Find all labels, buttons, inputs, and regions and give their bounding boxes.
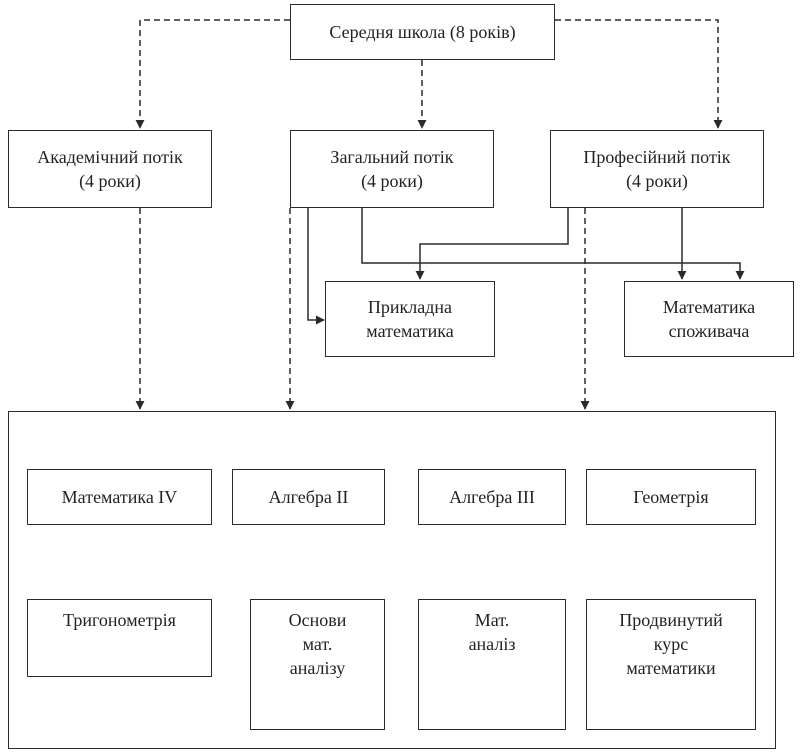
course-calculus-line2: аналіз: [468, 634, 516, 654]
professional-stream-line1: Професійний потік: [583, 147, 731, 167]
course-algebra-ii-label: Алгебра II: [268, 487, 349, 507]
edge-general-to-consumer: [361, 208, 745, 280]
consumer-math-line2: споживача: [668, 321, 750, 341]
node-professional-stream: Професійний потік (4 роки): [550, 130, 764, 208]
edge-general-to-applied: [307, 208, 325, 325]
node-general-stream: Загальний потік (4 роки): [290, 130, 494, 208]
course-algebra-ii: Алгебра II: [232, 469, 385, 525]
course-advanced-math: Продвинутий курс математики: [586, 599, 756, 730]
course-calculus-line1: Мат.: [474, 610, 510, 630]
course-trigonometry-label: Тригонометрія: [63, 610, 176, 630]
professional-stream-line2: (4 роки): [626, 171, 688, 191]
course-calc-basics: Основи мат. аналізу: [250, 599, 385, 730]
course-algebra-iii: Алгебра III: [418, 469, 566, 525]
course-advanced-math-line1: Продвинутий: [619, 610, 723, 630]
course-trigonometry: Тригонометрія: [27, 599, 212, 677]
course-algebra-iii-label: Алгебра III: [449, 487, 535, 507]
node-consumer-math: Математика споживача: [624, 281, 794, 357]
course-advanced-math-line2: курс: [653, 634, 689, 654]
general-stream-line2: (4 роки): [361, 171, 423, 191]
academic-stream-line1: Академічний потік: [37, 147, 183, 167]
course-calc-basics-line1: Основи: [288, 610, 347, 630]
edge-school-to-professional: [555, 19, 723, 129]
academic-stream-line2: (4 роки): [79, 171, 141, 191]
course-calculus: Мат. аналіз: [418, 599, 566, 730]
course-calc-basics-line2: мат.: [302, 634, 333, 654]
general-stream-line1: Загальний потік: [330, 147, 454, 167]
course-math-iv: Математика IV: [27, 469, 212, 525]
course-advanced-math-line3: математики: [626, 658, 716, 678]
edge-professional-to-applied: [415, 208, 569, 280]
course-geometry-label: Геометрія: [633, 487, 709, 507]
node-academic-stream: Академічний потік (4 роки): [8, 130, 212, 208]
edge-school-to-academic: [135, 19, 290, 129]
course-math-iv-label: Математика IV: [61, 487, 178, 507]
consumer-math-line1: Математика: [662, 297, 756, 317]
node-applied-math: Прикладна математика: [325, 281, 495, 357]
node-secondary-school-label: Середня школа (8 років): [329, 22, 516, 42]
course-geometry: Геометрія: [586, 469, 756, 525]
node-secondary-school: Середня школа (8 років): [290, 4, 555, 60]
applied-math-line2: математика: [366, 321, 454, 341]
applied-math-line1: Прикладна: [367, 297, 453, 317]
course-calc-basics-line3: аналізу: [289, 658, 346, 678]
